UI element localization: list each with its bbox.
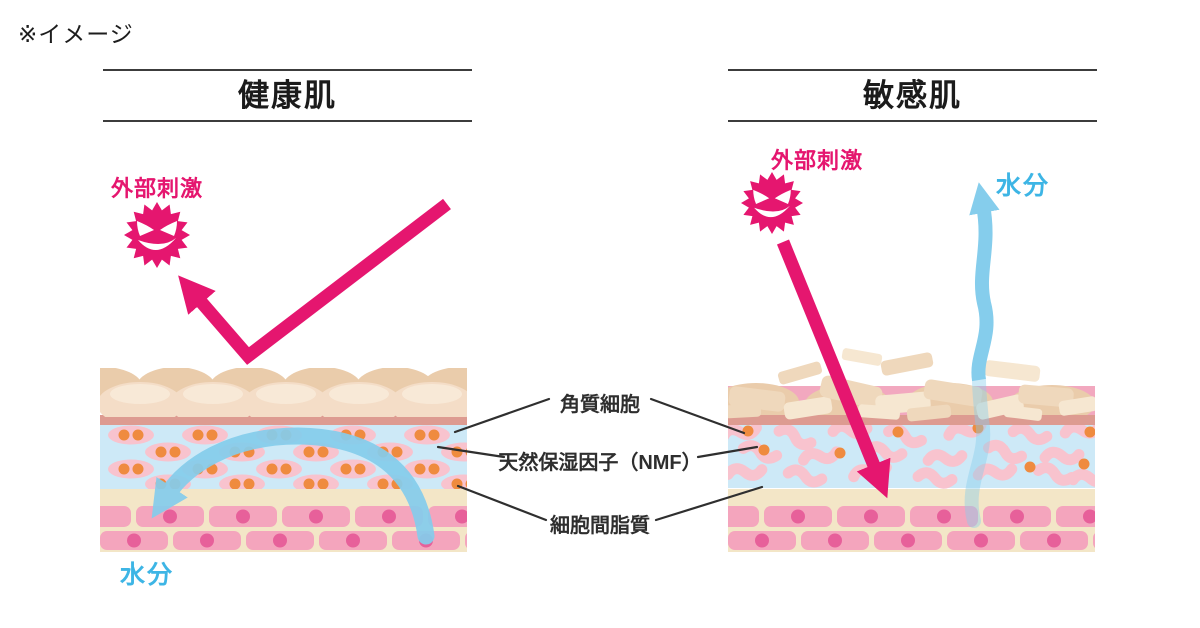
- healthy-skin-title: 健康肌: [103, 69, 472, 122]
- moisture-escape-arrow-inner: [964, 373, 991, 528]
- annotation-connector-lines: [436, 397, 764, 522]
- stimulus-bounce-arrow: [178, 198, 451, 365]
- corneocyte-line-left: [453, 397, 551, 434]
- nmf-annotation: 天然保湿因子（NMF）: [498, 452, 702, 474]
- peeling-flakes: [777, 348, 1041, 385]
- nmf-line-right: [696, 445, 759, 459]
- moisture-label-left: 水分: [120, 561, 175, 589]
- image-disclaimer-note: ※イメージ: [18, 21, 134, 47]
- corneocyte-annotation: 角質細胞: [560, 394, 640, 416]
- external-stimulus-label-left: 外部刺激: [111, 176, 204, 201]
- sensitive-skin-title: 敏感肌: [728, 69, 1097, 122]
- moisture-retained-arrow: [151, 427, 435, 545]
- lipids-line-left: [456, 484, 548, 522]
- nmf-line-left: [436, 445, 506, 459]
- lipids-line-right: [654, 485, 764, 522]
- stimulus-penetrate-arrow: [776, 239, 891, 499]
- lipids-annotation: 細胞間脂質: [550, 515, 650, 537]
- irritant-virus-icon-left: [124, 202, 190, 268]
- moisture-escape-arrow: [969, 182, 1000, 382]
- sensitive-skin-cross-section: [728, 375, 1095, 552]
- moisture-label-right: 水分: [996, 172, 1051, 200]
- external-stimulus-label-right: 外部刺激: [771, 148, 864, 173]
- corneocyte-line-right: [649, 397, 746, 435]
- irritant-virus-icon-right: [741, 172, 803, 234]
